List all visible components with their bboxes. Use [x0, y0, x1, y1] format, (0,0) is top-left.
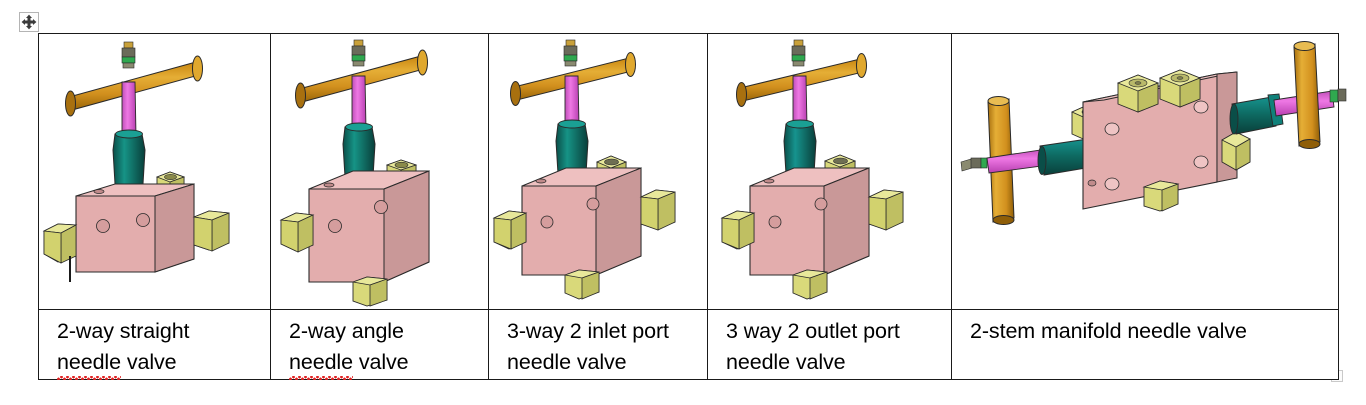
- valve-body: [521, 167, 642, 276]
- valve-image-3-way-2-inlet: [489, 34, 707, 309]
- stem-cap-right: [1329, 88, 1347, 103]
- t-handle-bar-right: [1293, 41, 1321, 149]
- nut-bottom: [791, 269, 828, 300]
- valve-comparison-table: 2-way straight needle valve 2-way angle …: [38, 33, 1347, 381]
- caption-1-line-2: needle valve: [57, 347, 270, 381]
- cell-caption-2[interactable]: 2-way angle needle valve: [270, 309, 489, 381]
- move-cross-icon: [21, 14, 37, 30]
- caption-3-line-1: 3-way 2 inlet port: [507, 319, 669, 343]
- valve-body: [749, 167, 870, 276]
- cell-caption-5[interactable]: 2-stem manifold needle valve: [951, 309, 1339, 380]
- valve-image-2-stem-manifold: [952, 34, 1347, 309]
- cell-image-5[interactable]: [951, 33, 1347, 310]
- cell-caption-1[interactable]: 2-way straight needle valve: [38, 309, 271, 381]
- cell-image-2[interactable]: [270, 33, 489, 310]
- nut-left: [720, 210, 756, 250]
- table-move-handle[interactable]: [19, 12, 39, 32]
- caption-5-line-1: 2-stem manifold needle valve: [970, 319, 1247, 343]
- stem-cap: [563, 39, 578, 67]
- caption-3: 3-way 2 inlet port needle valve: [489, 310, 707, 379]
- caption-2-line-1: 2-way angle: [289, 319, 404, 343]
- caption-1-line-1: 2-way straight: [57, 319, 190, 343]
- cell-image-4[interactable]: [707, 33, 952, 310]
- text-cursor: [69, 256, 71, 282]
- caption-2: 2-way angle needle valve: [271, 310, 488, 381]
- table-row-captions: 2-way straight needle valve 2-way angle …: [38, 309, 1339, 381]
- nut-right: [867, 189, 904, 231]
- valve-body: [308, 170, 430, 283]
- caption-2-line-2: needle valve: [289, 347, 488, 381]
- cell-caption-4[interactable]: 3 way 2 outlet port needle valve: [707, 309, 952, 380]
- nut-right-stem: [1221, 131, 1251, 171]
- nut-top-right: [1158, 69, 1202, 108]
- misspelled-word: needle: [57, 347, 121, 381]
- stem-cap: [121, 41, 136, 69]
- nut-bottom: [1142, 180, 1180, 212]
- stem-cap-left: [960, 157, 988, 172]
- nut-right: [639, 189, 676, 231]
- valve-image-2-way-straight: [39, 34, 270, 309]
- caption-5: 2-stem manifold needle valve: [952, 310, 1338, 347]
- cell-image-1[interactable]: [38, 33, 271, 310]
- valve-stem: [121, 81, 137, 137]
- nut-bottom: [563, 269, 600, 300]
- nut-left: [42, 223, 78, 264]
- caption-1: 2-way straight needle valve: [39, 310, 270, 381]
- cell-image-3[interactable]: [488, 33, 708, 310]
- nut-top-left: [1116, 74, 1160, 113]
- nut-bottom: [351, 276, 388, 307]
- cell-caption-3[interactable]: 3-way 2 inlet port needle valve: [488, 309, 708, 380]
- stem-cap: [351, 39, 366, 67]
- caption-4-line-2: needle valve: [726, 350, 846, 375]
- valve-stem: [351, 75, 367, 130]
- caption-4: 3 way 2 outlet port needle valve: [708, 310, 951, 379]
- valve-image-2-way-angle: [271, 34, 488, 309]
- caption-3-line-2: needle valve: [507, 350, 627, 375]
- caption-4-line-1: 3 way 2 outlet port: [726, 319, 900, 343]
- nut-left: [492, 210, 528, 250]
- nut-right: [192, 210, 230, 252]
- valve-stem: [564, 75, 580, 127]
- misspelled-word: needle: [289, 347, 353, 381]
- nut-left: [279, 212, 315, 253]
- valve-stem: [792, 75, 808, 127]
- stem-cap: [791, 39, 806, 67]
- valve-image-3-way-2-outlet: [708, 34, 951, 309]
- table-row-images: [38, 33, 1347, 310]
- valve-body: [75, 183, 195, 273]
